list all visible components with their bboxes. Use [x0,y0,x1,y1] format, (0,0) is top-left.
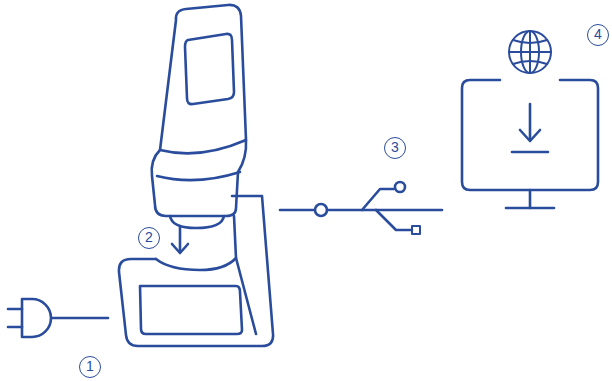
callout-number: 2 [138,227,160,249]
handheld-device [152,5,246,228]
insert-arrow [172,226,188,253]
cradle [119,196,273,346]
callout-number: 3 [384,137,406,159]
power-plug [8,299,108,337]
usb-symbol [280,182,442,234]
callout-number: 4 [587,24,609,46]
callout-number: 1 [79,356,101,378]
monitor [462,80,598,208]
globe-icon [509,31,551,73]
